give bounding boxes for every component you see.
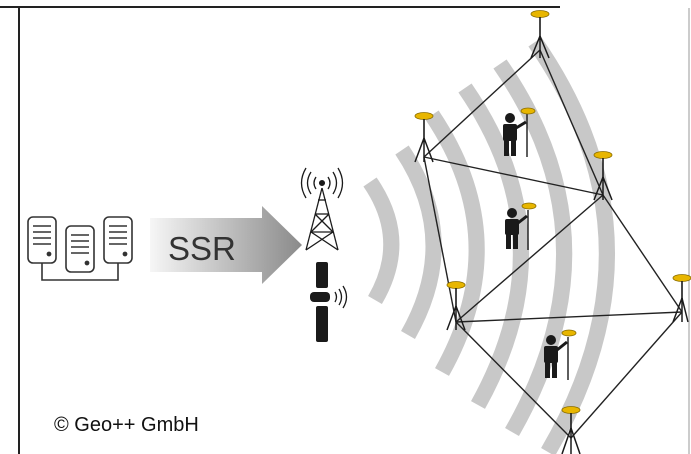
wave-arc-2 xyxy=(395,145,442,339)
reference-station-1 xyxy=(530,10,550,59)
wave-arc-3 xyxy=(425,110,485,376)
ssr-arrow-label: SSR xyxy=(168,230,236,267)
reference-station-5 xyxy=(672,274,691,323)
wave-arc-1 xyxy=(363,177,400,305)
frame-top-border xyxy=(0,6,560,8)
broadcast-waves xyxy=(363,37,615,454)
ssr-arrow: SSR xyxy=(150,206,302,284)
satellite-icon xyxy=(310,262,348,342)
reference-station-3 xyxy=(593,151,613,201)
radio-tower-icon xyxy=(300,167,344,251)
frame-right-border xyxy=(688,8,690,454)
reference-station-6 xyxy=(561,406,581,454)
wave-arc-6 xyxy=(528,37,615,454)
reference-network xyxy=(423,49,683,439)
copyright-notice: © Geo++ GmbH xyxy=(54,414,199,436)
server-left xyxy=(27,216,57,264)
rover-1 xyxy=(503,107,536,157)
rover-3 xyxy=(544,329,577,380)
server-icon xyxy=(27,216,133,281)
server-center xyxy=(65,225,95,273)
gnss-antenna-icon xyxy=(414,10,691,454)
server-link xyxy=(41,263,119,281)
reference-station-4 xyxy=(446,281,466,331)
wave-arc-4 xyxy=(458,83,529,409)
surveyor-icon xyxy=(503,107,577,380)
reference-station-2 xyxy=(414,112,434,163)
server-right xyxy=(103,216,133,264)
frame-left-border xyxy=(18,8,20,454)
rover-2 xyxy=(505,202,537,250)
